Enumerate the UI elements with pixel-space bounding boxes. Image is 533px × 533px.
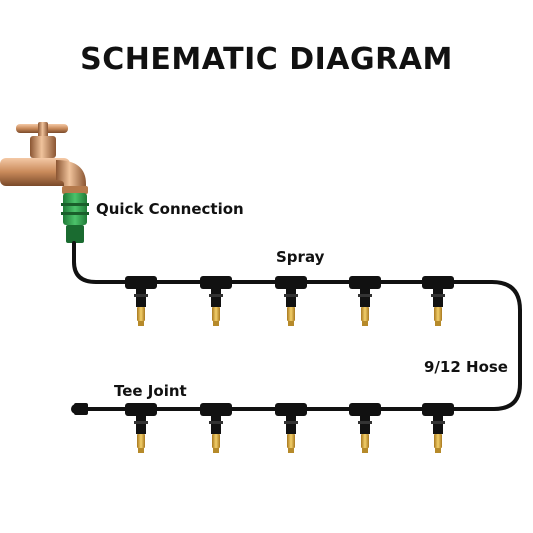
spray-nozzle-upper-2 [212, 307, 220, 326]
tee-joint-lower-4 [349, 403, 381, 434]
tee-joint-lower-5 [422, 403, 454, 434]
diagram-title: SCHEMATIC DIAGRAM [80, 42, 453, 77]
faucet [0, 122, 88, 194]
quick-connection-label: Quick Connection [96, 200, 244, 218]
tee-joint-upper-3 [275, 276, 307, 307]
spray-nozzle-lower-2 [212, 434, 220, 453]
spray-nozzle-upper-3 [287, 307, 295, 326]
tee-joint-lower-2 [200, 403, 232, 434]
tee-joint-label: Tee Joint [114, 382, 187, 400]
spray-nozzle-lower-5 [434, 434, 442, 453]
tee-joint-lower-1 [125, 403, 157, 434]
tee-joint-upper-2 [200, 276, 232, 307]
tee-joint-upper-1 [125, 276, 157, 307]
spray-nozzle-upper-5 [434, 307, 442, 326]
spray-nozzle-lower-1 [137, 434, 145, 453]
end-plug [71, 403, 88, 415]
hose-line [72, 241, 522, 411]
spray-nozzle-lower-4 [361, 434, 369, 453]
tee-joint-upper-4 [349, 276, 381, 307]
spray-label: Spray [276, 248, 325, 266]
hose-label: 9/12 Hose [424, 358, 508, 376]
tee-joint-lower-3 [275, 403, 307, 434]
spray-nozzle-lower-3 [287, 434, 295, 453]
spray-nozzle-upper-1 [137, 307, 145, 326]
tee-joint-upper-5 [422, 276, 454, 307]
spray-nozzle-upper-4 [361, 307, 369, 326]
quick-connection-fitting [61, 193, 89, 243]
